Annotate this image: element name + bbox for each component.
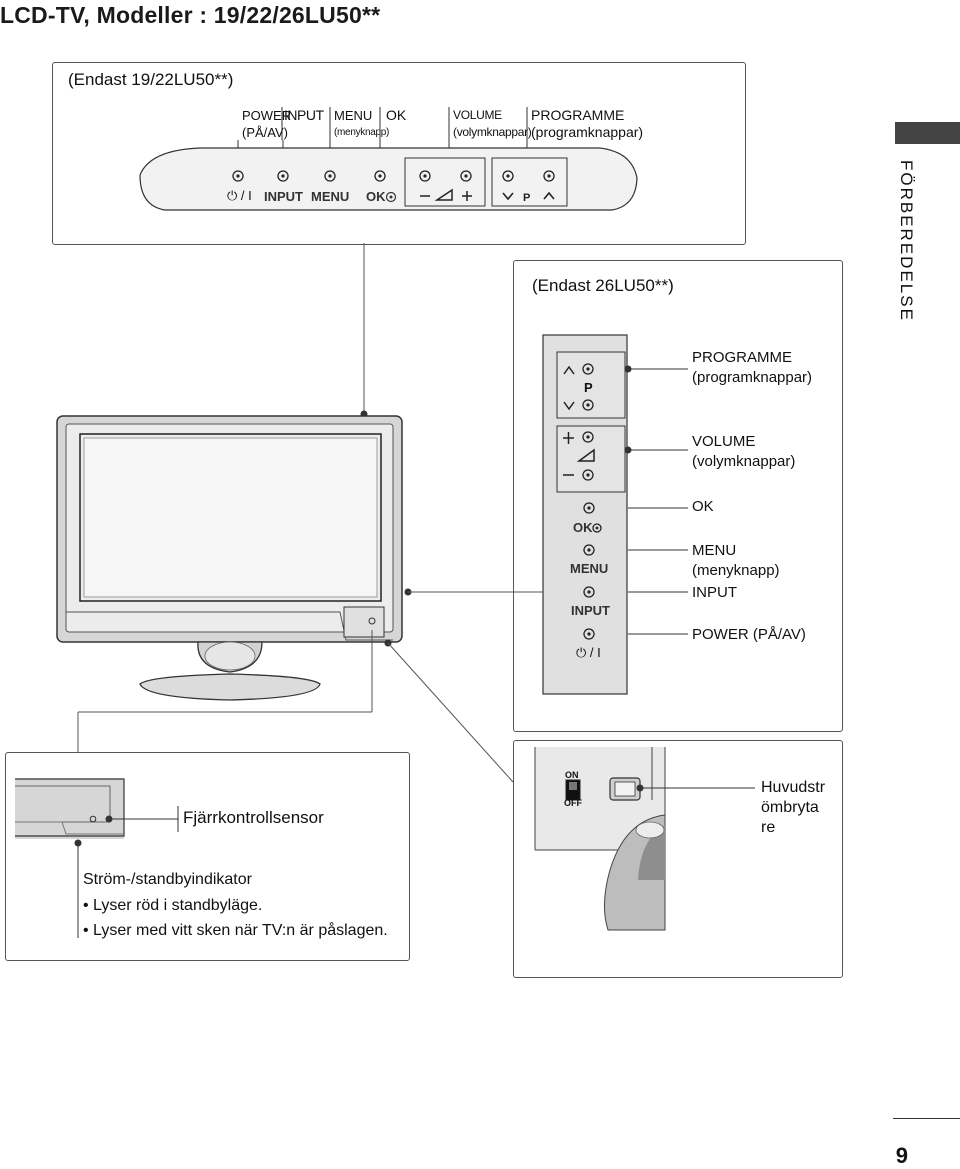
large-callout-power: POWER (PÅ/AV) — [692, 626, 806, 643]
switch-off-label: OFF — [564, 798, 582, 808]
bullet-dot-icon: • — [83, 922, 94, 939]
large-strip-power-label: ⏻ / I — [576, 645, 601, 660]
small-btn-menu-label: MENU — [311, 189, 350, 204]
main-switch-label: Huvudstr ömbryta re — [761, 778, 825, 838]
large-strip-ok-label: OK — [573, 520, 593, 535]
large-strip-p-label: P — [584, 380, 593, 395]
page-number-rule — [893, 1118, 960, 1119]
callout-menu-label: MENU — [334, 108, 373, 123]
large-callout-programme: PROGRAMME (programknappar) — [692, 348, 812, 388]
svg-text:P: P — [523, 192, 530, 204]
callout-volume: VOLUME (volymknappar) — [453, 107, 532, 141]
callout-menu: MENU (menyknapp) — [334, 107, 389, 141]
large-strip-input-label: INPUT — [571, 603, 610, 618]
page-number: 9 — [895, 1143, 908, 1168]
small-btn-ok-dot-icon — [385, 191, 397, 203]
small-btn-power-label: ⏻ / I — [227, 188, 252, 203]
callout-ok: OK — [386, 107, 407, 123]
indicator-title: Ström-/standbyindikator — [83, 871, 252, 888]
indicator-bullet-2: • Lyser med vitt sken när TV:n är påslag… — [83, 922, 388, 940]
callout-input: INPUT — [284, 107, 324, 123]
large-callout-programme-sub: (programknappar) — [692, 369, 813, 386]
large-callout-volume: VOLUME (volymknappar) — [692, 432, 795, 472]
large-callout-programme-label: PROGRAMME — [692, 349, 793, 366]
large-model-heading: (Endast 26LU50**) — [532, 276, 674, 295]
page-title: LCD-TV, Modeller : 19/22/26LU50** — [0, 2, 381, 28]
small-model-heading: (Endast 19/22LU50**) — [68, 70, 234, 89]
callout-menu-sub: (menyknapp) — [334, 127, 390, 138]
small-btn-input-label: INPUT — [264, 189, 303, 204]
bullet-text: Lyser röd i standbyläge. — [93, 897, 263, 914]
section-tab-label: FÖRBEREDELSE — [897, 160, 916, 322]
large-callout-volume-label: VOLUME — [692, 433, 756, 450]
bullet-text: Lyser med vitt sken när TV:n är påslagen… — [93, 922, 388, 939]
indicator-bullet-1: • Lyser röd i standbyläge. — [83, 897, 262, 915]
large-callout-volume-sub: (volymknappar) — [692, 453, 796, 470]
main-switch-label-line-1: Huvudstr — [761, 779, 826, 796]
remote-sensor-label: Fjärrkontrollsensor — [183, 808, 324, 827]
small-btn-ok-label: OK — [366, 189, 386, 204]
large-callout-menu: MENU (menyknapp) — [692, 541, 780, 581]
main-switch-label-line-3: re — [761, 819, 776, 836]
callout-programme: PROGRAMME (programknappar) — [531, 107, 643, 141]
callout-power: POWER (PÅ/AV) — [242, 107, 291, 141]
bullet-dot-icon: • — [83, 897, 94, 914]
callout-volume-label: VOLUME — [453, 108, 502, 122]
large-callout-menu-label: MENU — [692, 542, 737, 559]
large-callout-menu-sub: (menyknapp) — [692, 562, 780, 579]
callout-power-label: POWER — [242, 108, 292, 123]
main-switch-label-line-2: ömbryta — [761, 799, 819, 816]
large-callout-input: INPUT — [692, 584, 737, 601]
callout-programme-label: PROGRAMME — [531, 107, 625, 123]
large-strip-menu-label: MENU — [570, 561, 609, 576]
callout-power-sub: (PÅ/AV) — [242, 125, 288, 140]
callout-volume-sub: (volymknappar) — [453, 125, 532, 139]
callout-programme-sub: (programknappar) — [531, 124, 644, 140]
large-callout-ok: OK — [692, 498, 714, 515]
switch-on-label: ON — [565, 770, 579, 780]
section-tab-marker — [895, 122, 960, 144]
